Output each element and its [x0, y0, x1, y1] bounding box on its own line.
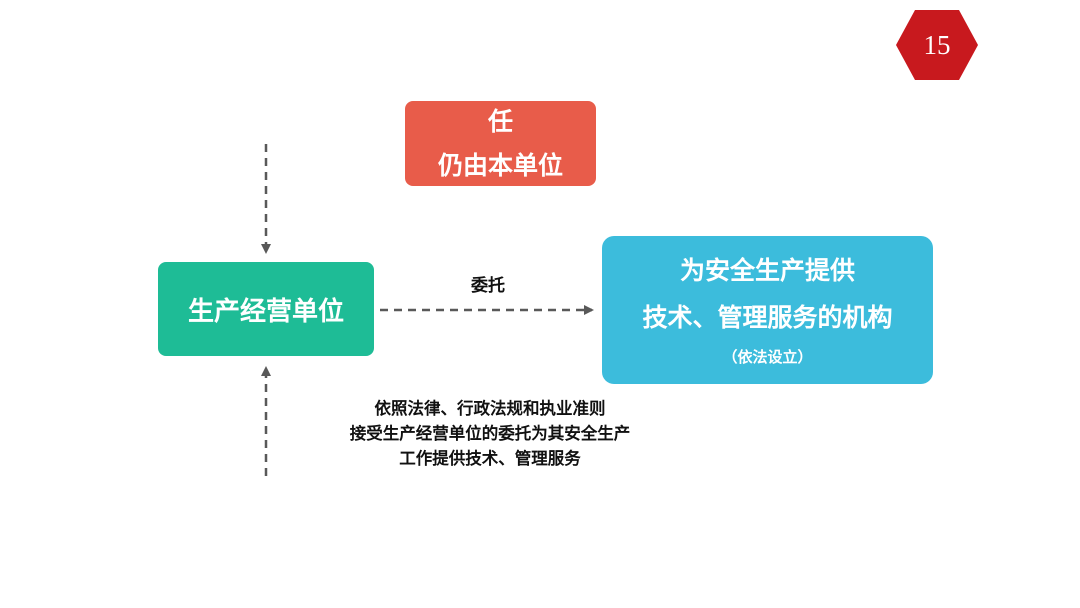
- agency-line1: 为安全生产提供: [679, 255, 855, 285]
- responsibility-box: 任 仍由本单位: [405, 101, 596, 186]
- service-agency-box: 为安全生产提供 技术、管理服务的机构 （依法设立）: [602, 236, 933, 384]
- basis-text: 依照法律、行政法规和执业准则 接受生产经营单位的委托为其安全生产 工作提供技术、…: [295, 396, 685, 471]
- production-unit-box: 生产经营单位: [158, 262, 374, 356]
- responsibility-line1: 任: [487, 106, 513, 136]
- entrust-label: 委托: [471, 276, 505, 296]
- production-unit-label: 生产经营单位: [187, 296, 344, 327]
- responsibility-line2: 仍由本单位: [437, 150, 563, 180]
- agency-line2: 技术、管理服务的机构: [642, 302, 893, 332]
- page-number: 15: [923, 29, 951, 60]
- page-number-badge: 15: [895, 9, 979, 81]
- agency-line3: （依法设立）: [722, 347, 813, 366]
- hexagon-shape: [896, 10, 978, 80]
- basis-line3: 工作提供技术、管理服务: [399, 449, 581, 468]
- basis-line2: 接受生产经营单位的委托为其安全生产: [349, 424, 631, 443]
- basis-line1: 依照法律、行政法规和执业准则: [374, 399, 606, 418]
